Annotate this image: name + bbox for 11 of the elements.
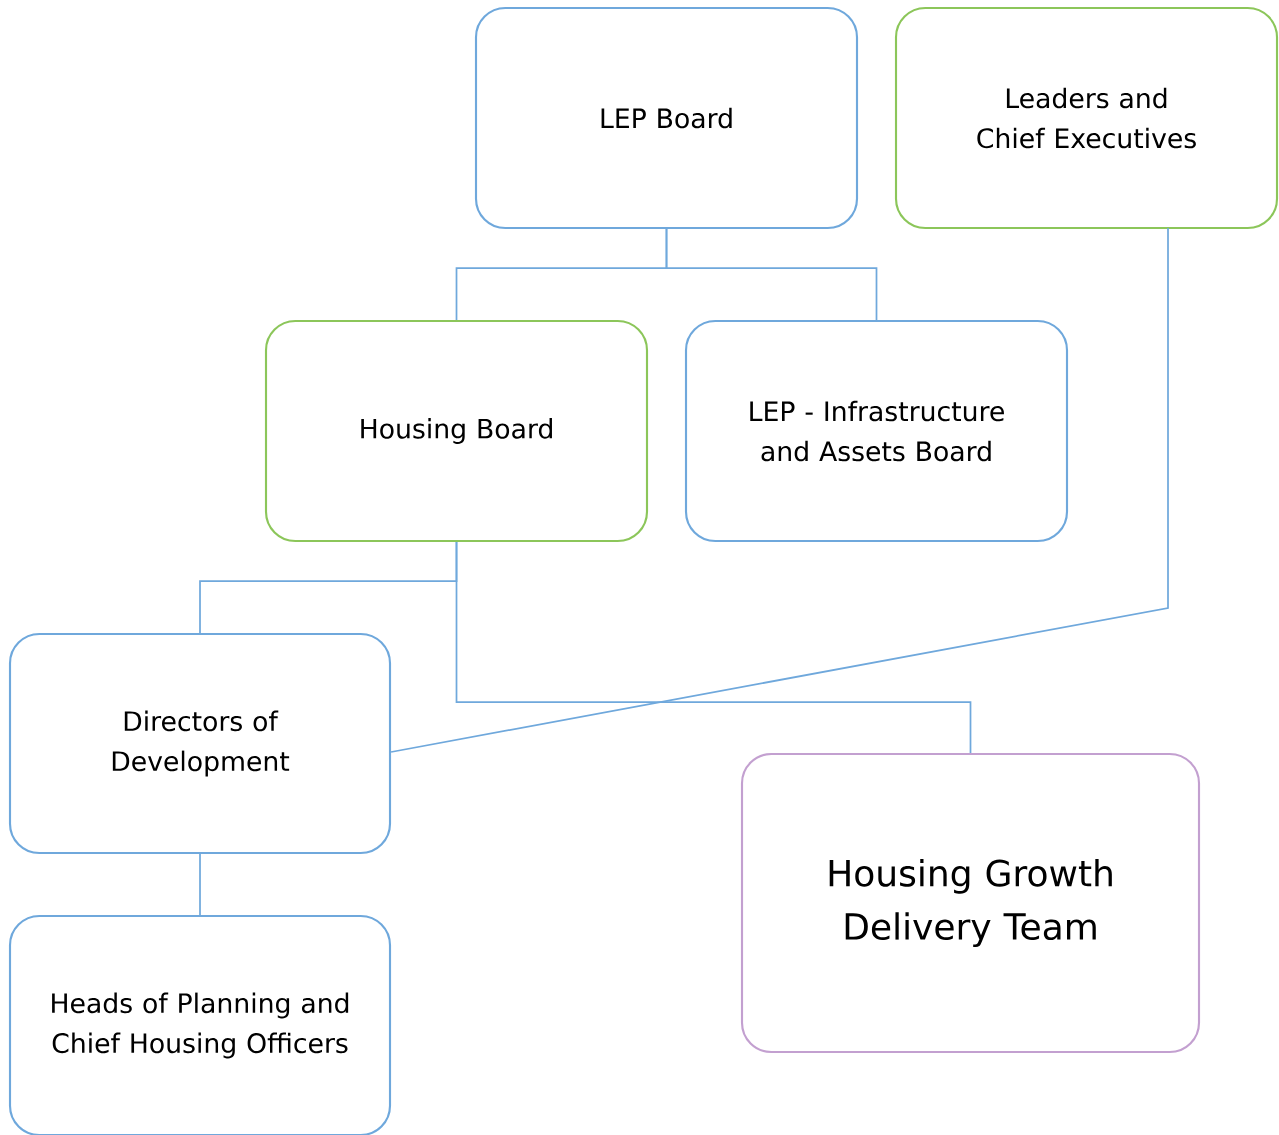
connector-line bbox=[665, 228, 878, 321]
org-box: Leaders and Chief Executives bbox=[894, 6, 1279, 230]
org-box: LEP - Infrastructure and Assets Board bbox=[684, 319, 1069, 543]
connector-line bbox=[390, 227, 1169, 753]
connector-line bbox=[199, 853, 201, 916]
org-box: LEP Board bbox=[474, 6, 859, 230]
connector-line bbox=[455, 541, 972, 754]
org-box: Directors of Development bbox=[8, 632, 392, 855]
org-box: Housing Growth Delivery Team bbox=[740, 752, 1201, 1054]
org-box: Housing Board bbox=[264, 319, 649, 543]
org-box: Heads of Planning and Chief Housing Officers bbox=[8, 914, 392, 1135]
